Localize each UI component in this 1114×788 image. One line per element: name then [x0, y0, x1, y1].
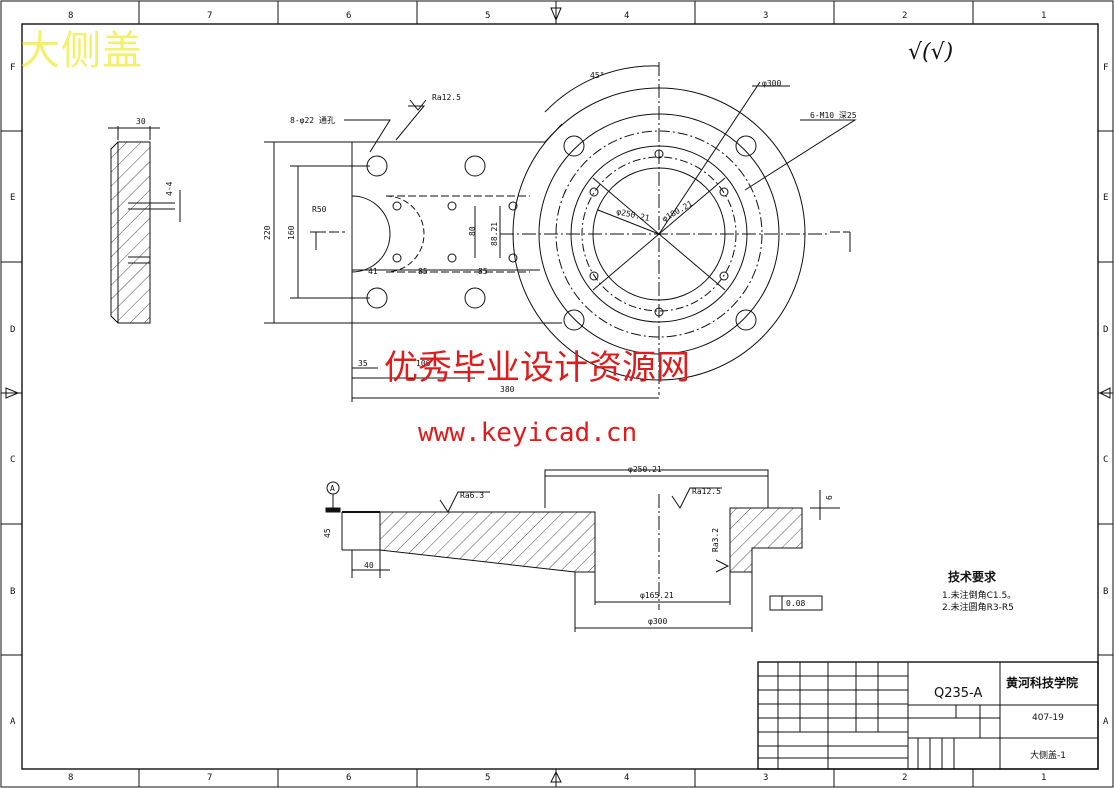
- col-label: 5: [485, 11, 490, 21]
- row-label: A: [10, 717, 16, 727]
- dim-85b: 85: [478, 267, 488, 276]
- zone-labels: 8 7 6 5 4 3 2 1 8 7 6 5 4 3 2 1 F E D C …: [10, 11, 1109, 783]
- col-label: 2: [902, 773, 907, 783]
- row-label: F: [10, 63, 15, 73]
- roughness-c: Ra3.2: [711, 528, 720, 552]
- roughness-a: Ra6.3: [460, 491, 484, 500]
- centering-marks: [5, 7, 1111, 783]
- radius-dim: R50: [312, 205, 327, 214]
- row-label: E: [1103, 193, 1108, 203]
- title-block-drawing-number: 407-19: [1032, 713, 1064, 723]
- hole-callout: 8-φ22 通孔: [290, 115, 335, 125]
- check-mark: √(√): [908, 40, 954, 65]
- dim-85a: 85: [418, 267, 428, 276]
- title-block: [757, 661, 1099, 770]
- row-label: B: [10, 587, 15, 597]
- col-label: 8: [68, 773, 73, 783]
- dim-106: 106: [416, 359, 431, 368]
- col-label: 4: [624, 11, 629, 21]
- flatness-value: 0.08: [786, 599, 805, 608]
- tech-requirement-item: 1.未注倒角C1.5。: [942, 591, 1017, 601]
- col-label: 7: [207, 11, 212, 21]
- col-label: 6: [346, 11, 351, 21]
- base-dia: φ300: [648, 617, 667, 626]
- tech-requirement-item: 2.未注圆角R3-R5: [942, 603, 1014, 613]
- row-label: B: [1103, 587, 1108, 597]
- col-label: 4: [624, 773, 629, 783]
- col-label: 2: [902, 11, 907, 21]
- title-block-part-name: 大侧盖-1: [1030, 751, 1066, 761]
- col-label: 5: [485, 773, 490, 783]
- dim-80: 80: [468, 226, 477, 236]
- row-label: D: [10, 325, 15, 335]
- row-label: D: [1103, 325, 1108, 335]
- tech-requirements-title: 技术要求: [948, 570, 997, 584]
- dia-inner: φ180.21: [661, 199, 695, 224]
- side-view: 30 4-4: [108, 117, 181, 324]
- row-label: E: [10, 193, 15, 203]
- roughness-b: Ra12.5: [692, 487, 721, 496]
- col-label: 3: [763, 11, 768, 21]
- datum-label: A: [330, 484, 335, 493]
- dim-160: 160: [287, 225, 296, 240]
- top-dia: φ250.21: [628, 465, 662, 474]
- row-label: F: [1103, 63, 1108, 73]
- side-dim-30: 30: [136, 117, 146, 126]
- dim-380: 380: [500, 385, 515, 394]
- col-label: 1: [1041, 11, 1046, 21]
- watermark-site: 优秀毕业设计资源网: [384, 348, 690, 388]
- angle-dim: 45°: [590, 71, 604, 80]
- watermark-title: 大侧盖: [20, 28, 143, 74]
- thread-callout: 6-M10 深25: [810, 111, 857, 120]
- dia-outer: φ300: [762, 79, 781, 88]
- col-label: 1: [1041, 773, 1046, 783]
- col-label: 7: [207, 773, 212, 783]
- front-view: [264, 62, 857, 402]
- row-label: C: [1103, 455, 1108, 465]
- offset-40: 40: [364, 561, 374, 570]
- dim-220: 220: [263, 225, 272, 240]
- height-45: 45: [323, 528, 332, 538]
- row-label: C: [10, 455, 15, 465]
- step-6: 6: [825, 495, 834, 500]
- row-label: A: [1103, 717, 1109, 727]
- side-dim-4: 4-4: [165, 181, 174, 196]
- title-block-school: 黄河科技学院: [1006, 676, 1079, 690]
- section-view: [325, 469, 840, 632]
- section-view-labels: A φ250.21 45 40 6 φ165.21 φ300 0.08 Ra6.…: [323, 465, 834, 626]
- title-block-material: Q235-A: [934, 686, 983, 701]
- col-label: 8: [68, 11, 73, 21]
- dia-mid: φ250.21: [616, 207, 651, 223]
- col-label: 3: [763, 773, 768, 783]
- dim-41: 41: [368, 267, 378, 276]
- dim-88: 88.21: [490, 222, 499, 246]
- roughness-note: Ra12.5: [432, 93, 461, 102]
- col-label: 6: [346, 773, 351, 783]
- watermark-url: www.keyicad.cn: [418, 418, 638, 448]
- bore-dia: φ165.21: [640, 591, 674, 600]
- dim-35: 35: [358, 359, 368, 368]
